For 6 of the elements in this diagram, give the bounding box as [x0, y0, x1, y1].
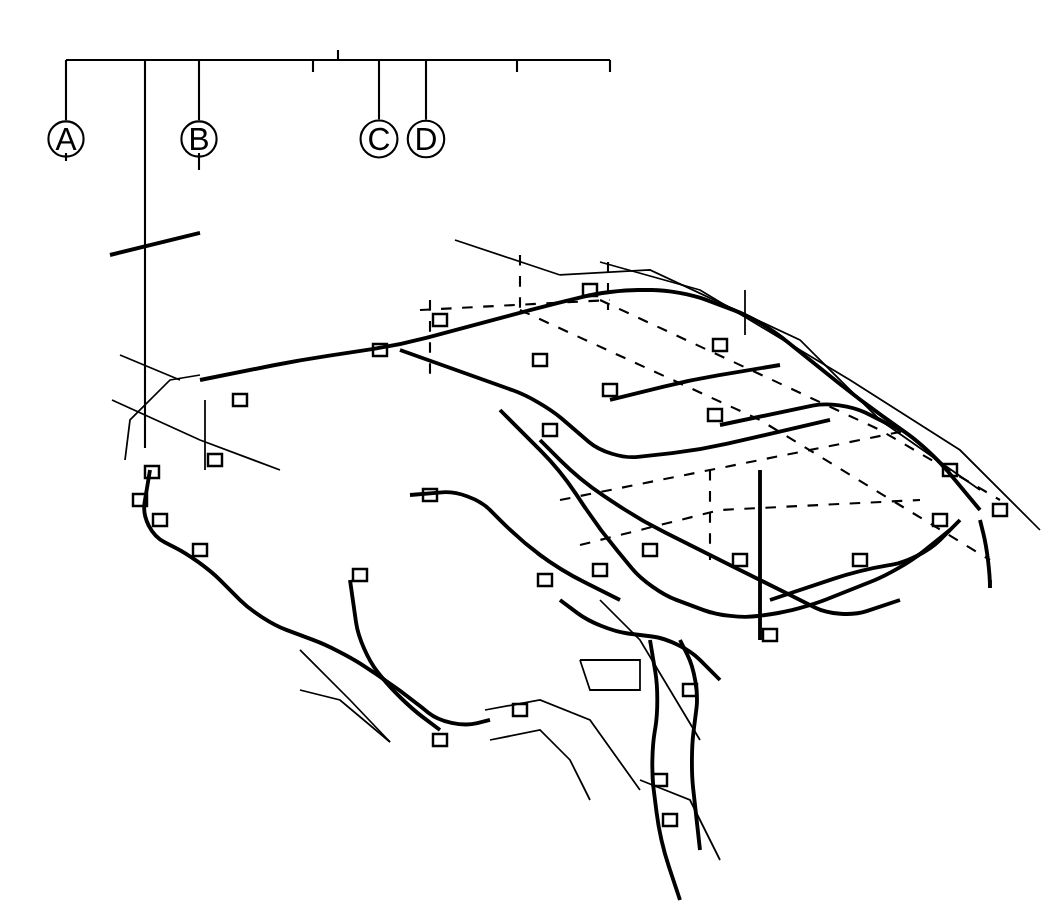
connector-line — [424, 60, 428, 120]
leader-line — [143, 60, 147, 448]
connector-line — [197, 60, 201, 121]
connector-line — [377, 60, 381, 120]
bracket-bar — [66, 50, 612, 72]
connector-line — [64, 60, 68, 121]
